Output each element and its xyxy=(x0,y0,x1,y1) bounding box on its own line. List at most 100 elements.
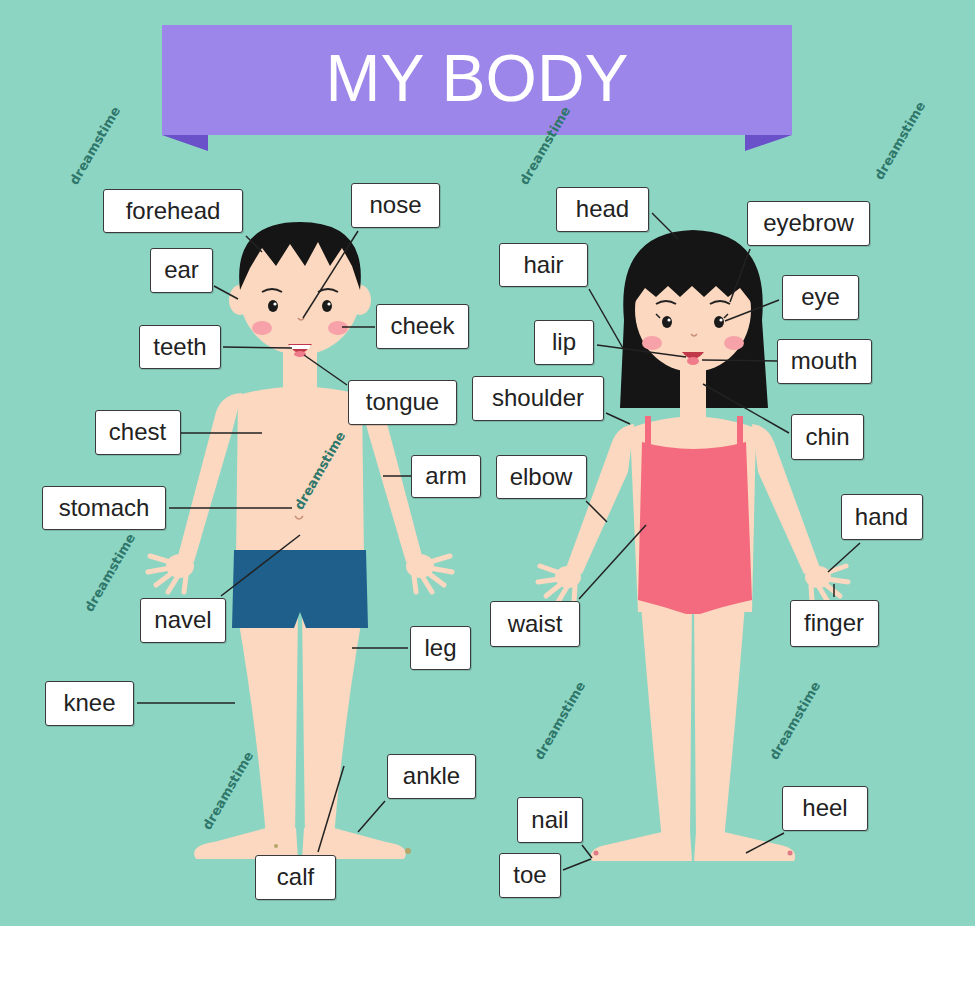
part-name: stomach xyxy=(59,495,150,521)
finger-shape xyxy=(825,584,840,596)
eye-shape xyxy=(714,316,724,328)
arm-shape xyxy=(178,393,242,562)
label-box: knee xyxy=(45,681,134,726)
leader-line xyxy=(579,525,646,599)
leader-line xyxy=(828,543,860,572)
part-name: eyebrow xyxy=(763,210,854,236)
cheek-blush xyxy=(328,321,348,335)
leader-line xyxy=(214,286,238,299)
part-name: ear xyxy=(164,257,199,283)
label-box: tongue xyxy=(348,380,457,425)
leader-line xyxy=(833,584,835,597)
finger-shape xyxy=(430,568,452,572)
watermark: dreamstime xyxy=(200,749,255,831)
leg-shape xyxy=(640,592,692,840)
foot-shape xyxy=(591,832,692,861)
part-name: chin xyxy=(805,424,849,450)
part-name: ankle xyxy=(403,763,460,789)
toenail xyxy=(788,851,793,856)
part-name: leg xyxy=(424,635,456,661)
ribbon-fold xyxy=(162,135,208,151)
torso xyxy=(236,387,364,561)
part-name: calf xyxy=(277,864,314,890)
girl-bangs xyxy=(635,244,751,302)
label-box: eye xyxy=(782,275,859,320)
title-ribbon xyxy=(162,25,792,135)
navel-shape xyxy=(295,516,303,519)
eyebrow-shape xyxy=(656,301,676,304)
watermark: dreamstime xyxy=(292,429,347,511)
part-name: chest xyxy=(109,419,166,445)
nose-shape xyxy=(298,318,304,320)
label-box: forehead xyxy=(103,189,243,233)
tongue-shape xyxy=(294,351,306,357)
bottom-strip xyxy=(0,926,975,992)
leader-line xyxy=(746,833,784,853)
finger-shape xyxy=(184,576,186,592)
label-box: toe xyxy=(499,853,561,898)
part-name: nail xyxy=(531,807,568,833)
cheek-blush xyxy=(724,336,744,350)
toenail xyxy=(594,851,599,856)
eyelashes xyxy=(656,314,728,318)
part-name: hand xyxy=(855,504,908,530)
label-box: hand xyxy=(841,494,923,540)
label-box: cheek xyxy=(376,304,469,349)
eyebrow-shape xyxy=(262,289,282,292)
leader-line xyxy=(342,326,375,328)
label-box: chest xyxy=(95,410,181,455)
finger-shape xyxy=(546,584,561,596)
cheek-blush xyxy=(642,336,662,350)
label-box: lip xyxy=(534,320,594,365)
leader-line xyxy=(582,845,592,858)
eye-shine xyxy=(327,302,330,305)
part-name: waist xyxy=(508,611,563,637)
swimsuit xyxy=(638,442,752,614)
watermark: dreamstime xyxy=(517,104,572,186)
girl-face-details xyxy=(594,301,793,856)
part-name: heel xyxy=(802,795,847,821)
finger-shape xyxy=(430,556,450,562)
leader-line xyxy=(606,413,630,424)
part-name: mouth xyxy=(791,348,858,374)
strap xyxy=(737,416,743,448)
leader-line xyxy=(652,213,678,239)
part-name: arm xyxy=(425,463,466,489)
watermark: dreamstime xyxy=(872,99,927,181)
leader-line xyxy=(383,475,411,477)
label-box: hair xyxy=(499,243,588,287)
leader-line xyxy=(563,859,591,870)
label-box: ear xyxy=(150,248,213,293)
label-box: arm xyxy=(411,455,481,498)
leg-shape xyxy=(237,612,298,836)
part-name: hair xyxy=(523,252,563,278)
toenail xyxy=(274,844,278,848)
leader-line xyxy=(703,384,789,433)
finger-shape xyxy=(156,573,172,585)
finger-shape xyxy=(558,587,567,602)
eye-shape xyxy=(268,300,278,312)
label-box: chin xyxy=(791,414,864,460)
toenail xyxy=(405,848,411,854)
leader-line xyxy=(725,300,779,321)
leader-line xyxy=(597,345,686,357)
arm-shape xyxy=(566,424,634,574)
label-box: waist xyxy=(490,601,580,647)
teeth-shape xyxy=(289,345,311,349)
leader-line xyxy=(702,360,777,361)
leader-line xyxy=(304,355,347,385)
part-name: navel xyxy=(154,607,211,633)
label-box: navel xyxy=(140,598,226,643)
leader-line xyxy=(221,535,300,596)
label-box: heel xyxy=(782,786,868,831)
finger-shape xyxy=(540,566,560,573)
finger-shape xyxy=(150,556,170,562)
finger-shape xyxy=(148,568,170,572)
part-name: shoulder xyxy=(492,385,584,411)
label-box: eyebrow xyxy=(747,201,870,246)
label-box: teeth xyxy=(139,325,221,369)
part-name: knee xyxy=(63,690,115,716)
label-box: stomach xyxy=(42,486,166,530)
leader-line xyxy=(589,289,624,350)
label-box: nose xyxy=(351,183,440,228)
